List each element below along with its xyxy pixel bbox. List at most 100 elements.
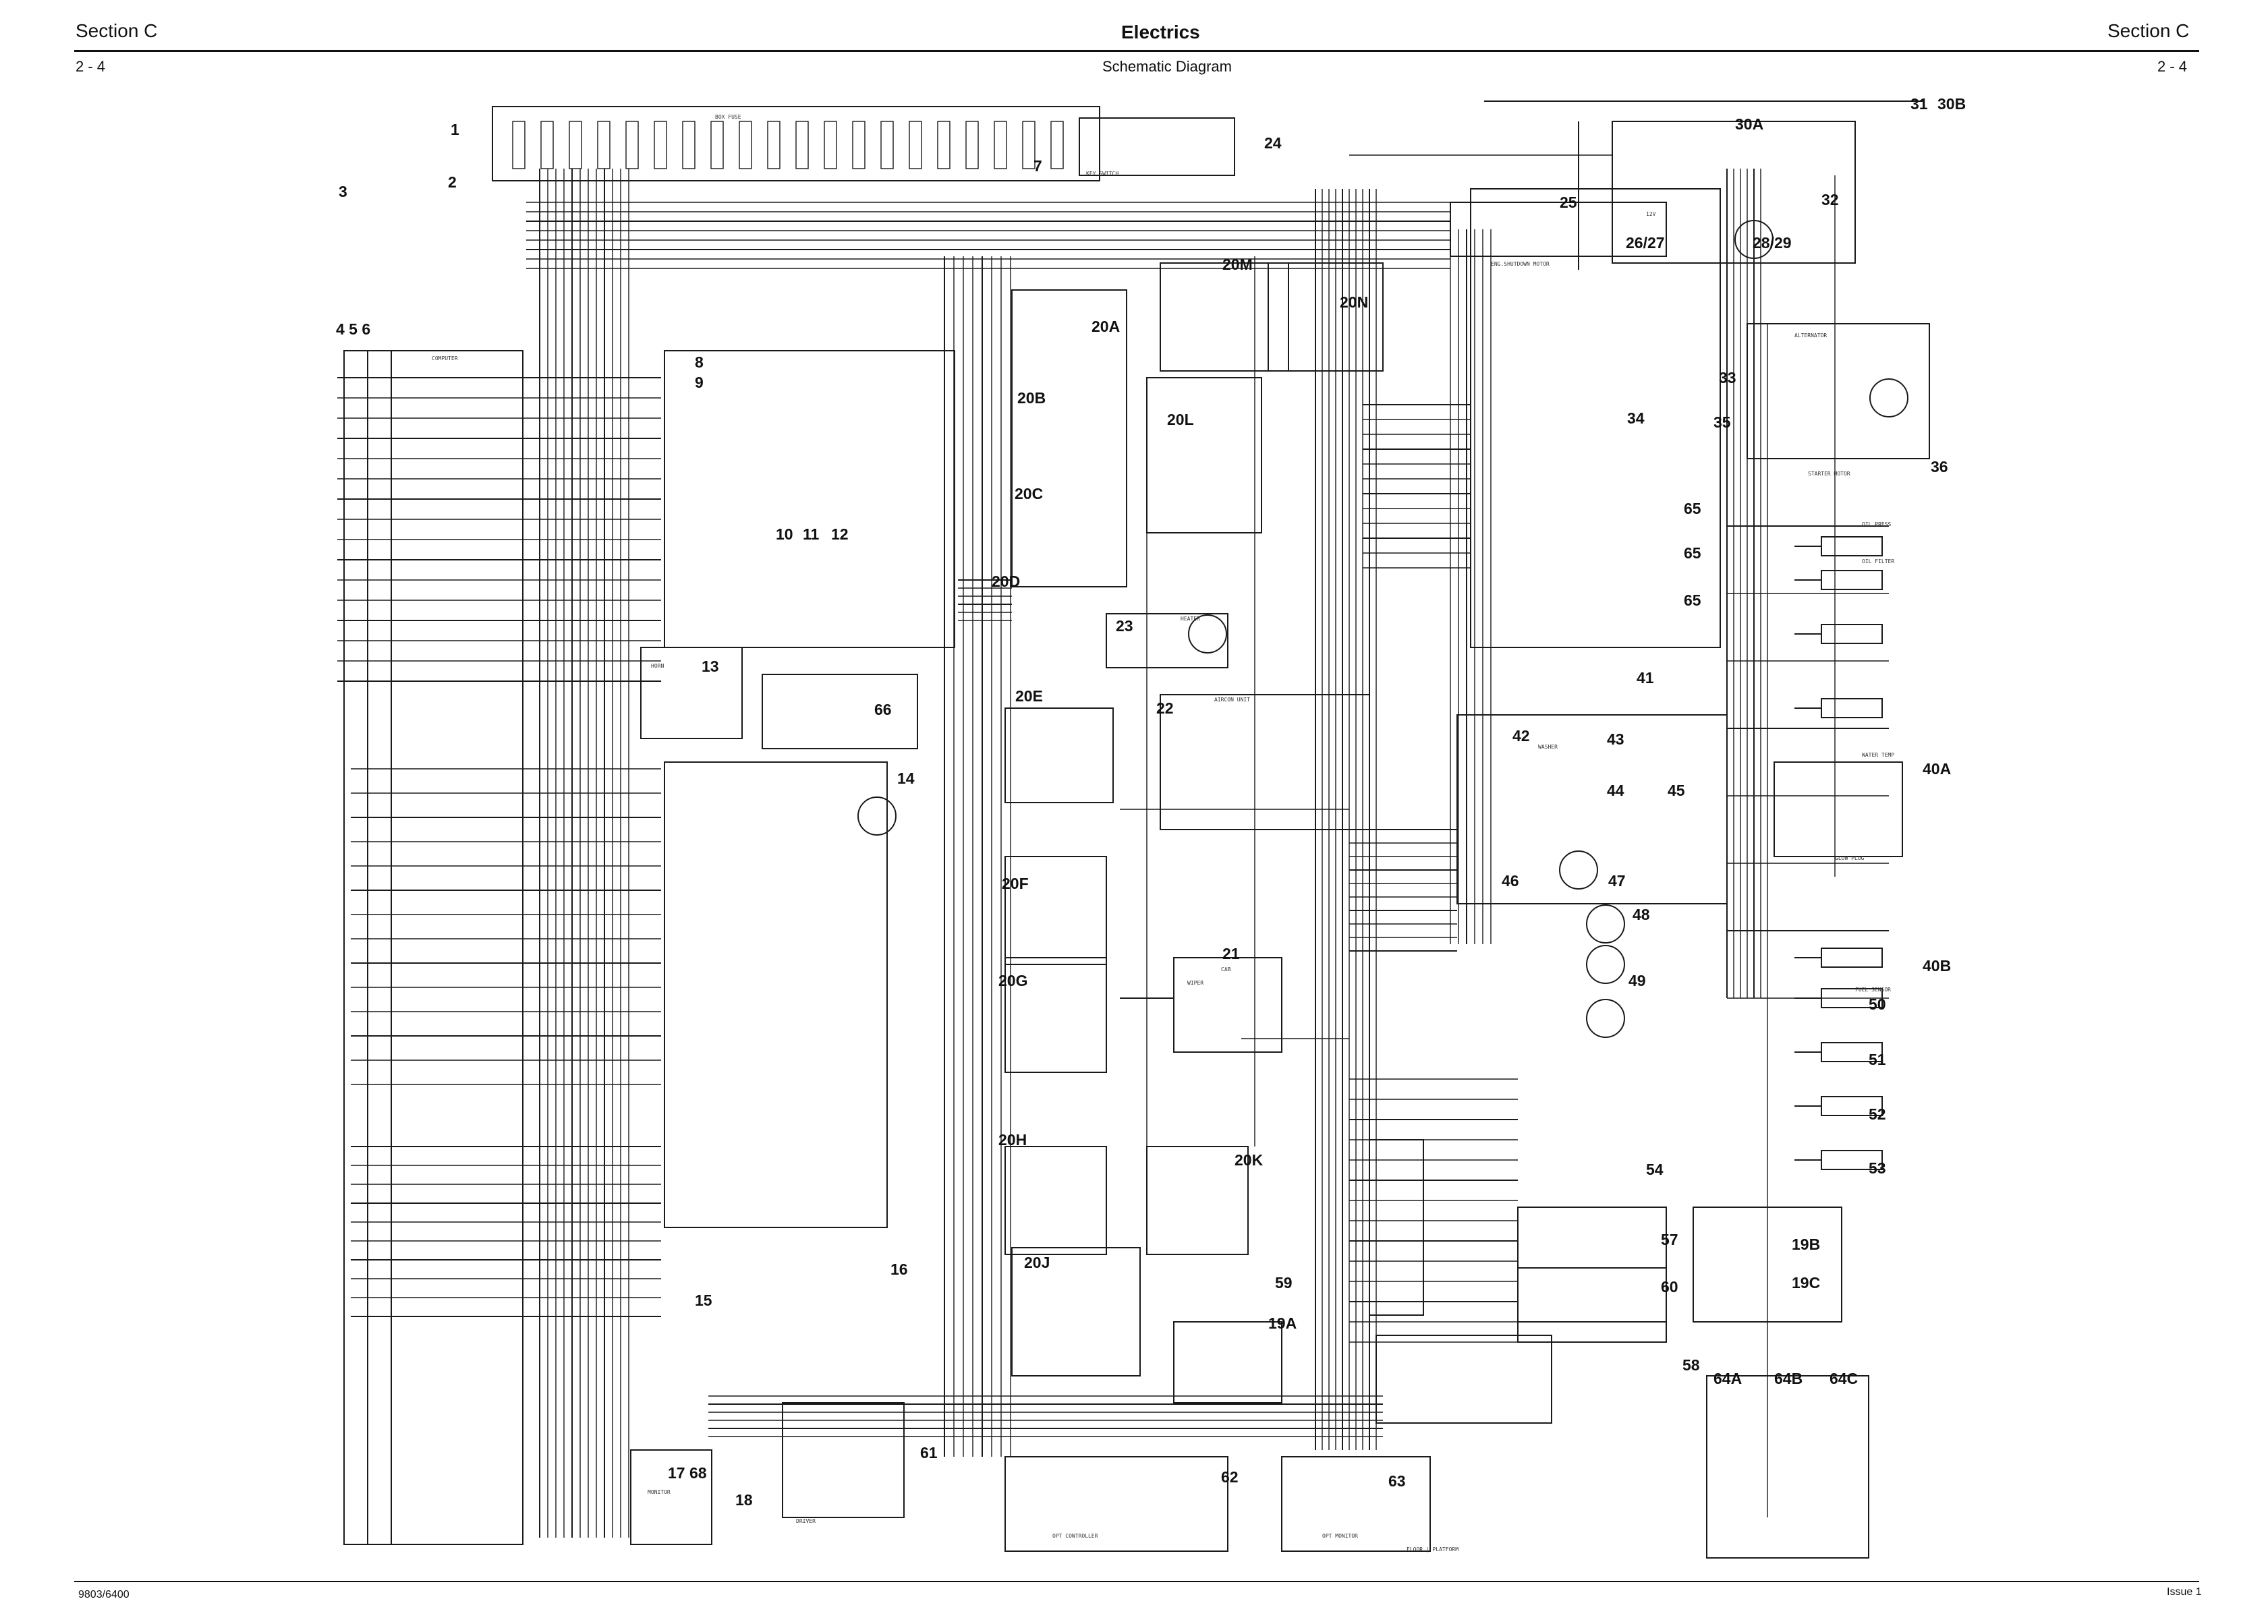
lamp-relay-bank-frame [1470,188,1721,648]
sensor-symbol [1821,1042,1883,1062]
fuse-cell [682,121,696,169]
footer-rule [74,1581,2199,1582]
opt-controller-frame [1004,1456,1228,1552]
header-rule [74,50,2199,52]
label-alternator: ALTERNATOR [1794,332,1827,339]
lamp-motor-symbol [1586,945,1625,984]
component-ref: 34 [1627,409,1645,427]
component-ref: 18 [735,1491,753,1509]
component-ref: 26/27 [1626,234,1665,252]
component-ref: 23 [1116,617,1133,635]
component-ref: 51 [1869,1051,1886,1068]
component-ref: 20J [1024,1254,1050,1271]
label-fuse-box: BOX FUSE [715,114,741,120]
component-ref: 48 [1633,906,1650,923]
relay-20n-frame [1268,262,1384,372]
component-ref: 53 [1869,1159,1886,1177]
component-ref: 65 [1684,591,1701,609]
relay-20b-frame [1011,289,1127,587]
component-ref: 40A [1923,760,1951,778]
component-ref: 36 [1931,458,1948,475]
computer-frame [367,350,523,1545]
sensor-symbol [1821,536,1883,556]
component-ref: 58 [1682,1356,1700,1374]
label-battery: 12V [1646,211,1656,217]
component-ref: 20M [1222,256,1253,273]
component-ref: 60 [1661,1278,1678,1296]
lamp-motor-symbol [1586,904,1625,944]
component-ref: 19C [1792,1274,1820,1292]
fuse-cell [965,121,979,169]
sensor-symbol [1821,570,1883,590]
page-subtitle: Schematic Diagram [1102,58,1232,75]
component-ref: 43 [1607,730,1624,748]
component-ref: 24 [1264,134,1282,152]
component-ref: 20C [1015,485,1043,502]
opt-monitor-frame [1281,1456,1431,1552]
panel-8-9-frame [664,350,955,648]
component-ref: 3 [339,183,347,200]
angle-sensor-frame [1706,1375,1869,1559]
fuse-cell [1022,121,1036,169]
component-ref: 30A [1735,115,1763,133]
label-key-switch: KEY SWITCH [1086,171,1118,177]
component-ref: 32 [1821,191,1839,208]
shutdown-motor-frame [1450,202,1667,257]
component-ref: 20B [1017,389,1046,407]
component-ref: 65 [1684,544,1701,562]
component-ref: 20N [1340,293,1368,311]
fuse-cell [512,121,526,169]
component-ref: 64C [1830,1370,1858,1387]
relay-20e-frame [1004,707,1114,803]
lamp-motor-symbol [857,796,897,836]
component-ref: 28/29 [1753,234,1792,252]
washer-horn-frame [1456,714,1728,904]
label-aircon-unit: AIRCON UNIT [1214,697,1250,703]
fuse-cell [1050,121,1064,169]
horn-13-frame [640,647,743,739]
sensor-symbol [1821,1150,1883,1170]
sensor-symbol [1821,988,1883,1008]
component-ref: 66 [874,701,892,718]
switch-66-frame [762,674,918,749]
sensor-symbol [1821,698,1883,718]
component-ref: 4 5 6 [336,320,370,338]
alternator-frame [1747,323,1930,459]
sensor-symbol [1821,624,1883,644]
monitor-frame [630,1449,712,1545]
component-ref: 1 [451,121,459,138]
switch-20j-frame [1011,1247,1141,1376]
component-ref: 33 [1719,369,1736,386]
label-cab: CAB [1221,966,1231,973]
cab-wiper-frame [1173,957,1282,1053]
component-frames [343,106,1930,1559]
wire-layer [337,100,1923,1538]
component-ref: 16 [890,1260,908,1278]
component-ref: 62 [1221,1468,1239,1486]
fuse-cell [852,121,866,169]
component-ref: 10 [776,525,793,543]
component-ref: 31 [1910,95,1928,113]
label-horn: HORN [651,663,664,669]
relay-20l-frame [1146,377,1262,533]
connector-58-frame [1376,1335,1552,1424]
label-glow-plug: GLOW PLUG [1835,855,1865,861]
fuse-cell [994,121,1007,169]
issue-number: Issue 1 [2167,1586,2202,1598]
label-wiper: WIPER [1187,980,1203,986]
component-ref: 20F [1002,875,1029,892]
fuse-cell [937,121,951,169]
label-washer: WASHER [1538,744,1558,750]
label-oil-press: OIL PRESS [1862,521,1892,527]
component-ref: 63 [1388,1472,1406,1490]
component-ref: 65 [1684,500,1701,517]
label-computer: COMPUTER [432,355,458,361]
component-ref: 20A [1092,318,1120,335]
component-ref: 45 [1668,782,1685,799]
label-floor-platform: FLOOR | PLATFORM [1407,1546,1458,1553]
component-ref: 7 [1033,157,1042,175]
fuse-cell [569,121,582,169]
component-ref: 20G [998,972,1027,989]
component-ref: 46 [1502,872,1519,890]
